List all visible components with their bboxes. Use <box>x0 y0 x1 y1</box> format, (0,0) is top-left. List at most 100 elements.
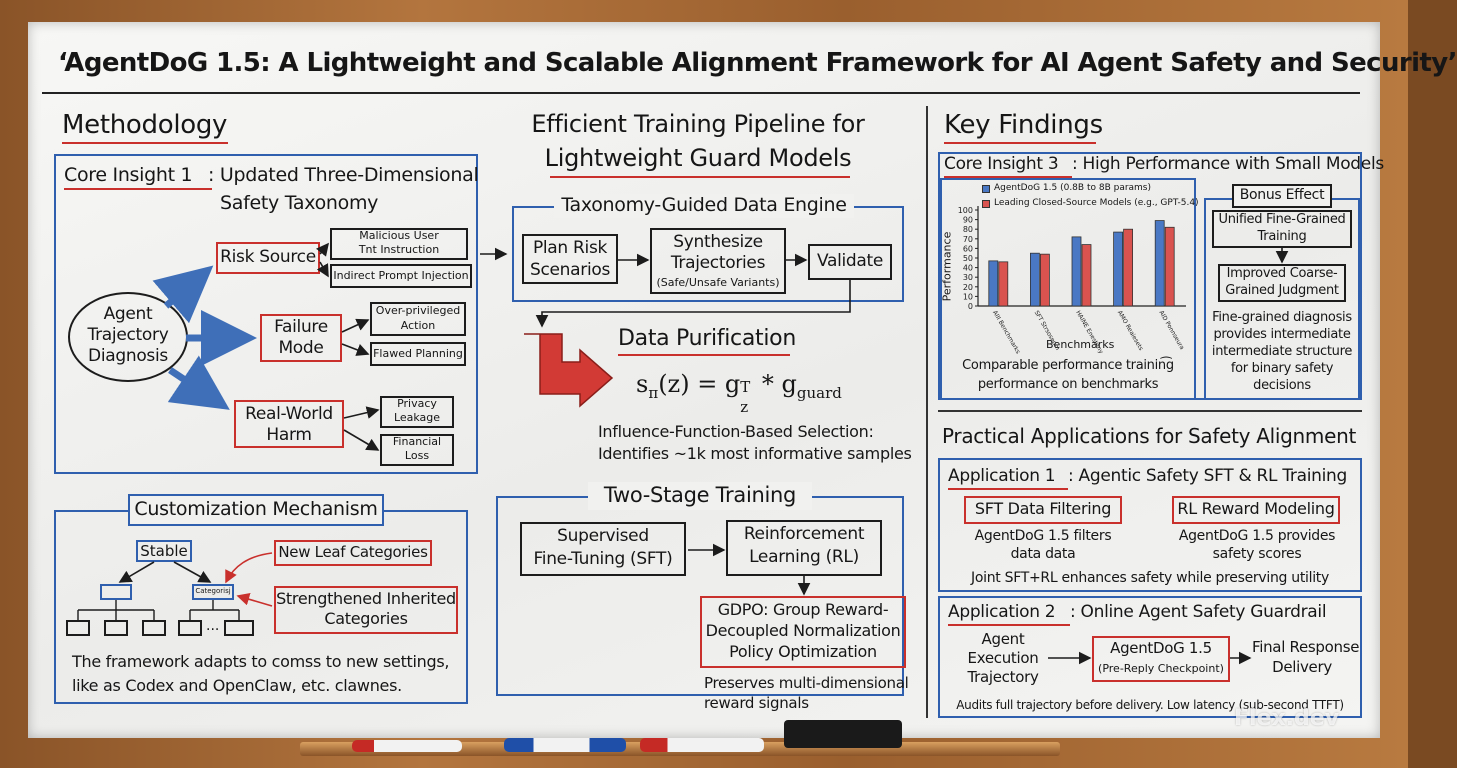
plan-risk-line-2: Scenarios <box>529 260 611 280</box>
checkpoint-line-1: AgentDoG 1.5 <box>1110 639 1212 657</box>
rl-box <box>726 520 882 576</box>
application-2-text: : Online Agent Safety Guardrail <box>1070 602 1327 622</box>
y-tick-label: 0 <box>968 302 973 311</box>
methodology-underline <box>62 142 228 144</box>
preserves-line-1: Preserves multi-dimensional <box>704 674 909 692</box>
malicious-user-line-2: Tnt Instruction <box>358 243 440 256</box>
bar <box>1040 253 1050 307</box>
two-stage-heading: Two-Stage Training <box>603 483 797 507</box>
indirect-prompt-box <box>330 264 472 288</box>
y-tick-label: 90 <box>963 216 973 225</box>
strengthened-line-2: Categories <box>324 609 408 628</box>
formula-T: T <box>740 378 751 396</box>
financial-loss-box <box>380 434 454 466</box>
improved-box <box>1218 264 1346 302</box>
agent-exec-2: Execution <box>967 649 1039 667</box>
sft-filter-box <box>964 496 1122 524</box>
customization-heading-box <box>128 494 384 526</box>
bar <box>1154 220 1165 307</box>
arrow-to-risk <box>152 265 214 324</box>
leaf-4 <box>178 620 202 636</box>
stable-label: Stable <box>140 542 188 560</box>
financial-line-2: Loss <box>404 449 430 462</box>
core-insight-1-underline <box>64 188 212 190</box>
y-tick-label: 20 <box>963 283 973 292</box>
divider-horizontal <box>938 410 1362 412</box>
agent-node-line-1: Agent <box>103 304 153 324</box>
privacy-line-1: Privacy <box>397 397 437 410</box>
legend-swatch-agentdog <box>982 185 990 193</box>
chart-caption-2: performance on benchmarks <box>977 377 1159 392</box>
sft-line-1: Supervised <box>557 526 649 546</box>
legend-label-closed: Leading Closed-Source Models (e.g., GPT-… <box>994 198 1199 208</box>
red-marker-2 <box>640 738 764 752</box>
influence-line-2: Identifies ~1k most informative samples <box>598 444 912 463</box>
eraser <box>784 720 902 748</box>
y-tick-label: 30 <box>963 273 973 282</box>
bar <box>1123 228 1133 307</box>
core-insight-3-underline <box>944 176 1072 178</box>
unified-line-2: Training <box>1257 229 1307 244</box>
bonus-text-3: intermediate structure <box>1211 344 1353 359</box>
page-title: ‘AgentDoG 1.5: A Lightweight and Scalabl… <box>58 48 1457 78</box>
customization-caption-1: The framework adapts to comss to new set… <box>72 652 450 671</box>
application-2-panel <box>938 596 1362 718</box>
bar <box>1071 236 1082 307</box>
rl-line-2: Learning (RL) <box>749 547 859 567</box>
rl-line-1: Reinforcement <box>743 524 865 544</box>
validate-box <box>808 244 892 280</box>
leaf-2 <box>104 620 128 636</box>
leaf-1 <box>66 620 90 636</box>
over-privileged-line-2: Action <box>400 319 436 332</box>
purification-heading: Data Purification <box>618 326 796 351</box>
y-tick-label: 80 <box>963 225 973 234</box>
formula-star: * g <box>754 370 797 398</box>
leaf-3 <box>142 620 166 636</box>
rl-reward-box <box>1172 496 1340 524</box>
agent-exec-3: Trajectory <box>967 668 1039 686</box>
stable-node <box>136 540 192 562</box>
flawed-planning-label: Flawed Planning <box>373 347 463 360</box>
malicious-user-box <box>330 228 468 260</box>
audits-text: Audits full trajectory before delivery. … <box>956 698 1344 712</box>
gdpo-box <box>700 596 906 668</box>
application-2-label: Application 2 <box>948 602 1056 622</box>
rl-reward-label: RL Reward Modeling <box>1177 499 1335 518</box>
application-1-label: Application 1 <box>948 466 1056 486</box>
gdpo-line-1: GDPO: Group Reward- <box>717 600 889 619</box>
final-line-2: Delivery <box>1272 658 1332 676</box>
bonus-text-1: Fine-grained diagnosis <box>1212 310 1352 325</box>
new-leaf-label: New Leaf Categories <box>278 543 428 561</box>
synthesize-line-1: Synthesize <box>673 232 763 252</box>
y-tick-label: 100 <box>958 206 973 215</box>
divider-vertical <box>926 106 928 718</box>
key-findings-underline <box>944 142 1096 144</box>
improved-line-2: Grained Judgment <box>1225 283 1339 298</box>
plan-risk-box <box>522 234 618 284</box>
data-engine-heading-bg <box>554 194 854 218</box>
agent-node-line-3: Diagnosis <box>88 346 168 366</box>
strengthened-line-1: Strengthened Inherited <box>276 589 456 608</box>
preserves-line-2: reward signals <box>704 694 809 712</box>
core-insight-3-text: : High Performance with Small Models <box>1072 154 1384 174</box>
flawed-planning-box <box>370 342 466 366</box>
checkpoint-box <box>1092 636 1230 682</box>
sft-filter-desc-2: data data <box>1010 546 1076 562</box>
two-stage-heading-bg <box>588 482 812 510</box>
connector-arrows <box>77 242 1289 665</box>
risk-source-box <box>216 242 320 274</box>
unified-line-1: Unified Fine-Grained <box>1218 212 1346 227</box>
bonus-heading-box <box>1232 184 1332 208</box>
checkpoint-line-2: (Pre-Reply Checkpoint) <box>1098 662 1224 675</box>
formula-pi: π <box>648 383 659 402</box>
application-1-panel <box>938 458 1362 592</box>
risk-source-label: Risk Source <box>220 247 316 267</box>
final-line-1: Final Response <box>1252 638 1360 656</box>
bonus-text-2: provides intermediate <box>1213 327 1351 342</box>
chart-panel <box>940 178 1196 400</box>
y-tick-label: 40 <box>963 264 973 273</box>
y-tick-label: 10 <box>963 292 973 301</box>
y-tick-label: 70 <box>963 235 973 244</box>
real-world-harm-box <box>234 400 344 448</box>
